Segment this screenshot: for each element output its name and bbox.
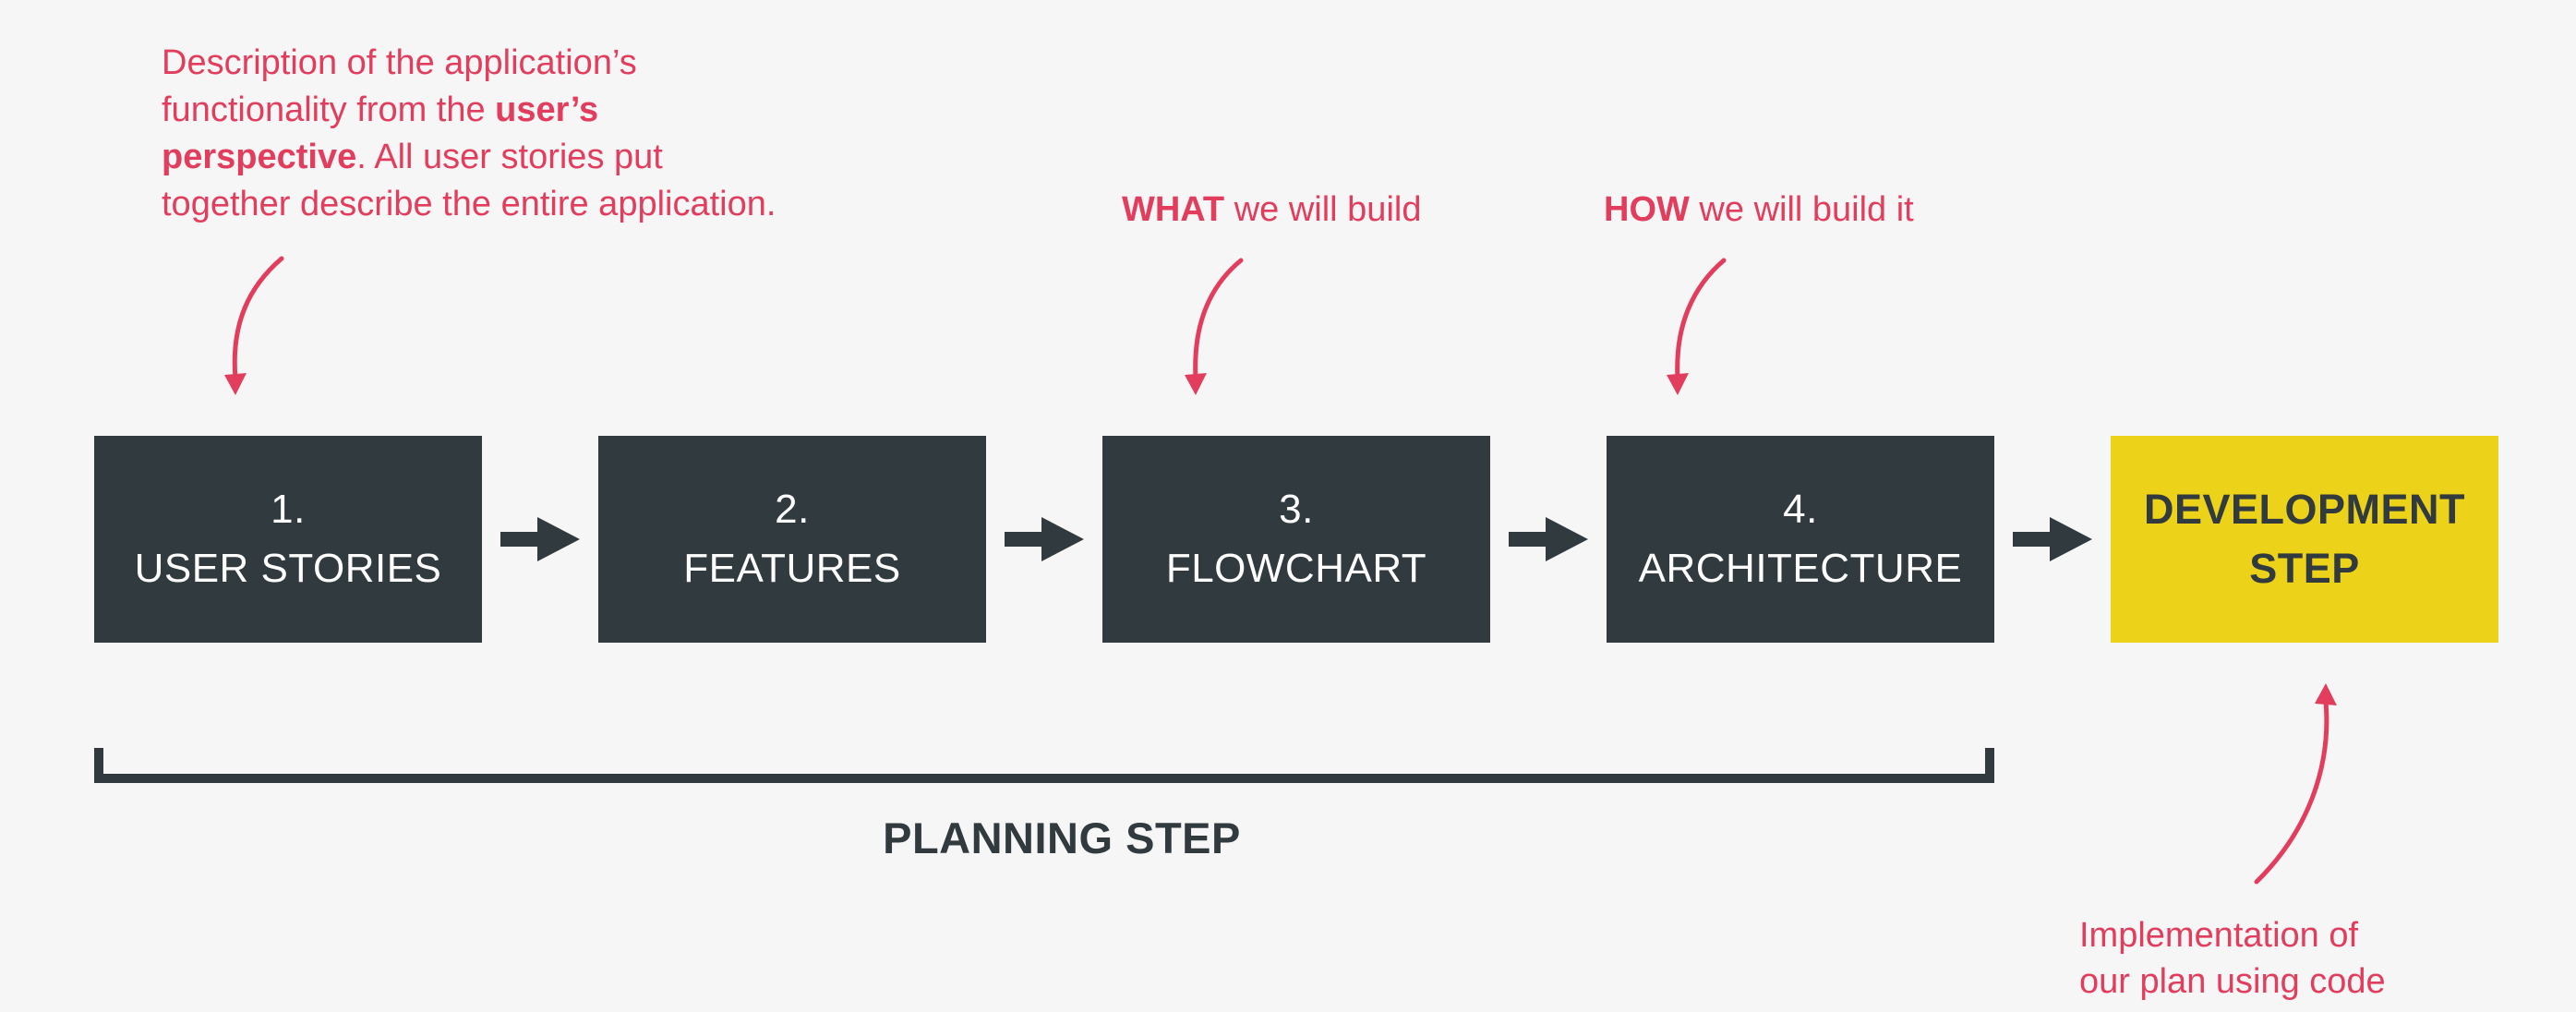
step-box-user-stories: 1. USER STORIES <box>94 436 482 643</box>
step-box-features: 2. FEATURES <box>598 436 986 643</box>
arrow-right-icon <box>500 517 580 561</box>
architecture-annotation: HOW we will build it <box>1604 187 1914 234</box>
arrow-right-icon <box>2013 517 2092 561</box>
step-number: 2. <box>775 487 810 532</box>
step-number: 3. <box>1279 487 1314 532</box>
development-step-line: STEP <box>2249 545 2360 592</box>
arrow-head <box>1185 373 1207 395</box>
annotation-line: functionality from the user’s <box>162 87 776 134</box>
arrow-right-icon <box>1005 517 1084 561</box>
arrow-head <box>2315 683 2337 705</box>
flowchart-annotation: WHAT we will build <box>1122 187 1421 234</box>
annotation-text: we will build it <box>1689 190 1914 229</box>
annotation-text: functionality from the <box>162 90 496 129</box>
step-number: 1. <box>271 487 306 532</box>
annotation-emphasis: WHAT <box>1122 190 1225 229</box>
annotation-emphasis: perspective <box>162 138 357 176</box>
annotation-emphasis: HOW <box>1604 190 1690 229</box>
step-box-architecture: 4. ARCHITECTURE <box>1607 436 1994 643</box>
curved-arrow-down-icon <box>1675 258 1727 381</box>
annotation-text: . All user stories put <box>356 138 663 176</box>
step-box-flowchart: 3. FLOWCHART <box>1102 436 1490 643</box>
development-step-box: DEVELOPMENT STEP <box>2111 436 2498 643</box>
arrow-right-icon <box>1509 517 1588 561</box>
annotation-line: perspective. All user stories put <box>162 134 776 181</box>
planning-bracket <box>94 748 1994 783</box>
step-label: FEATURES <box>683 546 901 591</box>
step-label: USER STORIES <box>134 546 442 591</box>
annotation-emphasis: user’s <box>495 90 599 129</box>
user-stories-annotation: Description of the application’s functio… <box>162 40 776 228</box>
annotation-line: Description of the application’s <box>162 43 637 82</box>
annotation-line: Implementation of <box>2079 916 2359 955</box>
step-label: FLOWCHART <box>1165 546 1427 591</box>
development-annotation: Implementation of our plan using code <box>2079 912 2386 1005</box>
step-label: ARCHITECTURE <box>1638 546 1963 591</box>
planning-step-label: PLANNING STEP <box>883 813 1241 862</box>
curved-arrow-down-icon <box>1193 258 1244 381</box>
development-step-line: DEVELOPMENT <box>2143 486 2466 533</box>
annotation-line: our plan using code <box>2079 962 2386 1001</box>
arrow-head <box>224 373 247 395</box>
annotation-line: together describe the entire application… <box>162 185 776 223</box>
arrow-head <box>1667 373 1689 395</box>
curved-arrow-down-icon <box>232 256 284 381</box>
annotation-text: we will build <box>1224 190 1422 229</box>
curved-arrow-up-icon <box>2254 699 2329 885</box>
step-number: 4. <box>1783 487 1818 532</box>
